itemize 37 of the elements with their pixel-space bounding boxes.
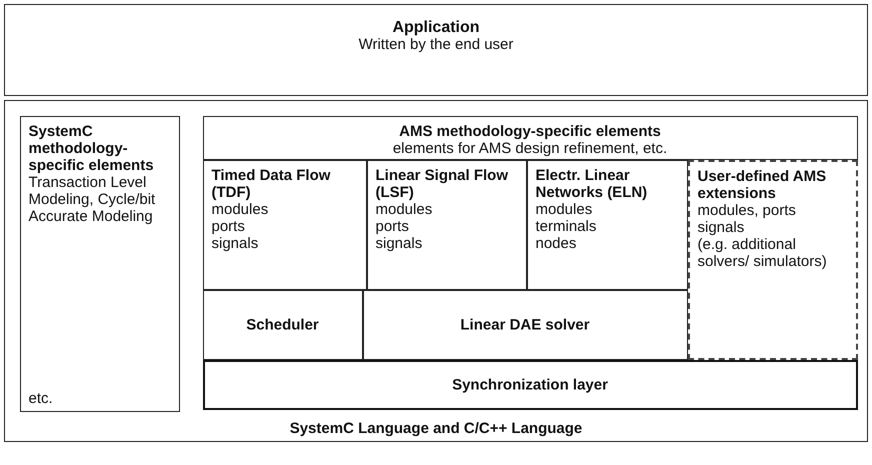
box-heading: AMS methodology-specific elements	[398, 122, 662, 140]
ams-methodology-box	[202, 116, 858, 160]
box-text: (e.g. additional solvers/ simulators)	[698, 236, 828, 270]
box-text: Transaction Level Modeling, Cycle/bit Accurate Modeling	[28, 174, 156, 224]
layer-title: Application	[391, 19, 481, 36]
box-text: etc.	[28, 390, 54, 406]
language-layer-box	[4, 100, 868, 442]
box-text: elements for AMS design refinement, etc.	[392, 140, 668, 156]
user-extension-box	[688, 160, 858, 360]
box-text: terminals	[536, 218, 598, 234]
box-heading: SystemC methodology-specific elements	[28, 122, 155, 174]
box-heading: Electr. Linear Networks (ELN)	[536, 166, 648, 200]
box-text: ports	[212, 218, 246, 234]
box-text: signals	[376, 234, 424, 252]
box-text: modules	[536, 200, 594, 218]
box-heading: Synchronization layer	[451, 376, 609, 393]
box-text: ports	[376, 218, 410, 234]
model-of-computation-box	[526, 160, 688, 290]
layer-title: SystemC Language and C/C++ Language	[288, 420, 584, 437]
box-text: modules	[376, 200, 434, 218]
synchronization-layer-box	[202, 360, 858, 410]
solver-box	[362, 290, 688, 360]
box-heading: Linear Signal Flow (LSF)	[376, 166, 510, 200]
box-heading: Linear DAE solver	[459, 316, 591, 333]
box-text: modules, ports	[698, 202, 797, 218]
box-heading: Timed Data Flow (TDF)	[212, 166, 332, 200]
methodology-column-box	[20, 116, 180, 412]
box-text: signals	[212, 234, 260, 252]
layer-subtitle: Written by the end user	[358, 36, 514, 53]
application-layer-box	[4, 4, 868, 96]
model-of-computation-box	[202, 160, 366, 290]
scheduler-box	[202, 290, 362, 360]
box-text: signals	[698, 218, 746, 236]
model-of-computation-box	[366, 160, 526, 290]
box-text: nodes	[536, 234, 578, 252]
box-text: modules	[212, 200, 270, 218]
box-heading: Scheduler	[245, 316, 320, 333]
